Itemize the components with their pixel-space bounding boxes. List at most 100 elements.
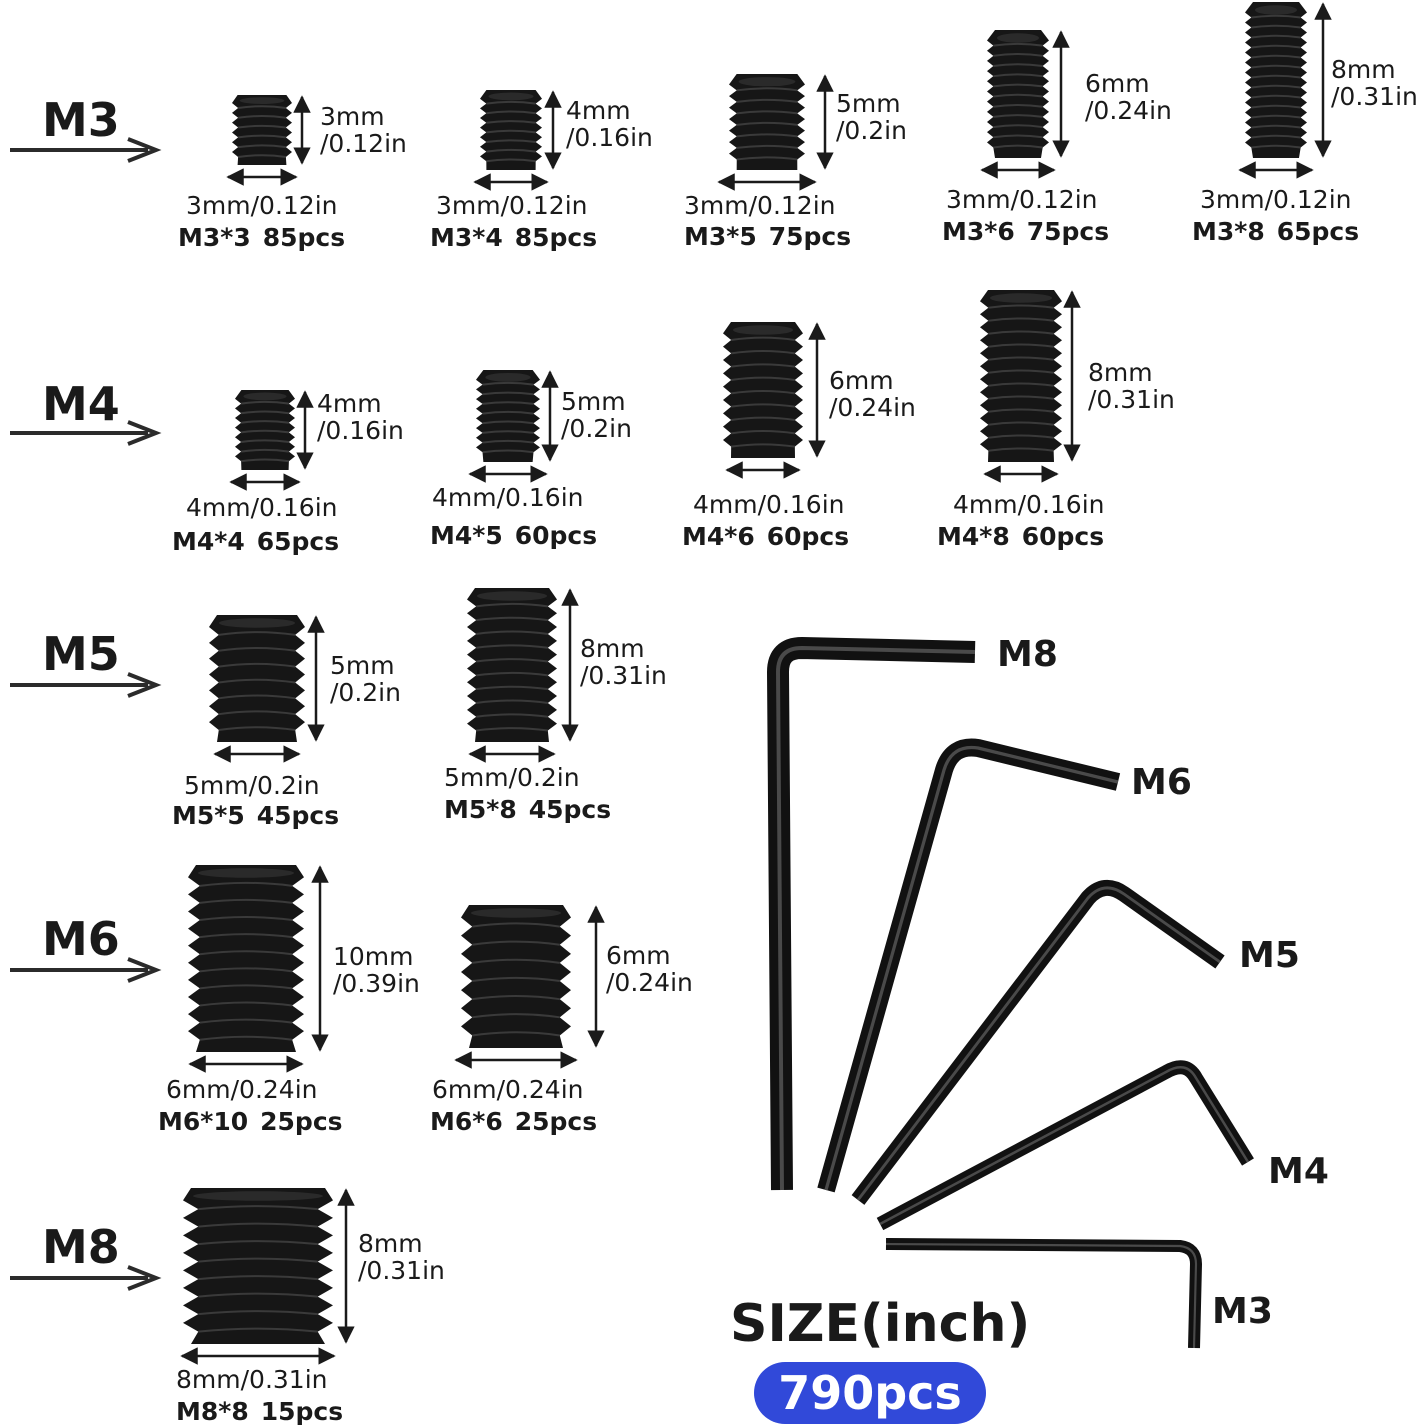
spec-label: M4*6 60pcs bbox=[682, 523, 849, 550]
row-arrow bbox=[10, 1265, 162, 1291]
length-mm-label: 8mm bbox=[1088, 358, 1153, 387]
diameter-label: 3mm/0.12in bbox=[1200, 185, 1352, 214]
spec-quantity: 15pcs bbox=[260, 1397, 344, 1426]
spec-label: M4*8 60pcs bbox=[937, 523, 1104, 550]
hex-key-label-m8: M8 bbox=[997, 634, 1058, 675]
length-inch-label: /0.31in bbox=[358, 1256, 445, 1285]
spec-size: M5*8 bbox=[444, 795, 517, 824]
set-screw-m6x6 bbox=[454, 905, 605, 1069]
spec-label: M8*8 15pcs bbox=[176, 1398, 343, 1425]
diameter-label: 3mm/0.12in bbox=[186, 191, 338, 220]
length-mm-label: 5mm bbox=[330, 651, 395, 680]
diameter-label: 4mm/0.16in bbox=[432, 483, 584, 512]
spec-label: M5*5 45pcs bbox=[172, 802, 339, 829]
row-arrow bbox=[10, 672, 162, 698]
spec-size: M6*6 bbox=[430, 1107, 503, 1136]
hex-key-label-m3: M3 bbox=[1212, 1291, 1273, 1332]
spec-size: M8*8 bbox=[176, 1397, 249, 1426]
diameter-label: 8mm/0.31in bbox=[176, 1365, 328, 1394]
spec-quantity: 45pcs bbox=[528, 795, 612, 824]
spec-quantity: 65pcs bbox=[1276, 217, 1360, 246]
spec-quantity: 25pcs bbox=[514, 1107, 598, 1136]
spec-label: M3*8 65pcs bbox=[1192, 218, 1359, 245]
diameter-label: 3mm/0.12in bbox=[436, 191, 588, 220]
length-mm-label: 6mm bbox=[829, 366, 894, 395]
spec-quantity: 75pcs bbox=[1026, 217, 1110, 246]
spec-quantity: 60pcs bbox=[1021, 522, 1105, 551]
hex-key-m6 bbox=[817, 738, 1121, 1193]
hex-key-label-m4: M4 bbox=[1268, 1151, 1329, 1192]
diameter-label: 4mm/0.16in bbox=[693, 490, 845, 519]
spec-quantity: 85pcs bbox=[514, 223, 598, 252]
spec-size: M4*8 bbox=[937, 522, 1010, 551]
diameter-label: 4mm/0.16in bbox=[953, 490, 1105, 519]
screw-body bbox=[467, 588, 557, 742]
length-mm-label: 8mm bbox=[1331, 55, 1396, 84]
row-label-m4: M4 bbox=[42, 377, 120, 431]
length-inch-label: /0.24in bbox=[606, 968, 693, 997]
length-inch-label: /0.2in bbox=[330, 678, 401, 707]
row-label-m6: M6 bbox=[42, 912, 120, 966]
length-inch-label: /0.31in bbox=[1088, 385, 1175, 414]
set-screw-m3x4 bbox=[473, 90, 562, 191]
spec-size: M5*5 bbox=[172, 801, 245, 830]
length-mm-label: 8mm bbox=[358, 1229, 423, 1258]
diameter-label: 5mm/0.2in bbox=[184, 771, 320, 800]
length-mm-label: 5mm bbox=[561, 387, 626, 416]
spec-quantity: 60pcs bbox=[514, 521, 598, 550]
spec-label: M6*6 25pcs bbox=[430, 1108, 597, 1135]
set-screw-m4x8 bbox=[980, 290, 1081, 483]
screw-body bbox=[209, 615, 305, 742]
spec-size: M4*6 bbox=[682, 522, 755, 551]
spec-size: M3*8 bbox=[1192, 217, 1265, 246]
hex-key-m8 bbox=[767, 637, 976, 1191]
set-screw-m8x8 bbox=[180, 1188, 355, 1365]
row-arrow bbox=[10, 420, 162, 446]
length-mm-label: 8mm bbox=[580, 634, 645, 663]
spec-quantity: 85pcs bbox=[262, 223, 346, 252]
spec-size: M6*10 bbox=[158, 1107, 249, 1136]
length-inch-label: /0.39in bbox=[333, 969, 420, 998]
hex-key-m4 bbox=[876, 1060, 1254, 1231]
row-arrow bbox=[10, 137, 162, 163]
spec-size: M3*4 bbox=[430, 223, 503, 252]
hex-key-label-m5: M5 bbox=[1239, 935, 1300, 976]
length-inch-label: /0.2in bbox=[561, 414, 632, 443]
set-screw-m4x6 bbox=[723, 322, 826, 479]
hex-key-label-m6: M6 bbox=[1131, 762, 1192, 803]
spec-quantity: 60pcs bbox=[766, 522, 850, 551]
set-screw-m5x5 bbox=[209, 615, 325, 763]
spec-label: M3*4 85pcs bbox=[430, 224, 597, 251]
length-inch-label: /0.16in bbox=[317, 416, 404, 445]
length-inch-label: /0.24in bbox=[829, 393, 916, 422]
set-screw-m6x10 bbox=[188, 865, 329, 1073]
set-screw-m5x8 bbox=[467, 588, 579, 763]
set-screw-m3x6 bbox=[980, 30, 1070, 179]
screw-body bbox=[232, 95, 292, 165]
size-title: SIZE(inch) bbox=[730, 1294, 1031, 1354]
set-screw-m3x3 bbox=[226, 95, 311, 186]
row-label-m3: M3 bbox=[42, 93, 120, 147]
hex-key-m3 bbox=[885, 1238, 1202, 1349]
length-inch-label: /0.2in bbox=[836, 116, 907, 145]
spec-quantity: 45pcs bbox=[256, 801, 340, 830]
set-screw-m4x4 bbox=[229, 390, 314, 491]
spec-label: M5*8 45pcs bbox=[444, 796, 611, 823]
total-count-badge: 790pcs bbox=[754, 1362, 986, 1424]
length-mm-label: 10mm bbox=[333, 942, 414, 971]
screw-body bbox=[183, 1188, 333, 1344]
set-screw-m3x8 bbox=[1238, 2, 1332, 179]
length-inch-label: /0.31in bbox=[580, 661, 667, 690]
diameter-label: 5mm/0.2in bbox=[444, 763, 580, 792]
screw-body bbox=[1245, 2, 1307, 158]
diameter-label: 4mm/0.16in bbox=[186, 493, 338, 522]
